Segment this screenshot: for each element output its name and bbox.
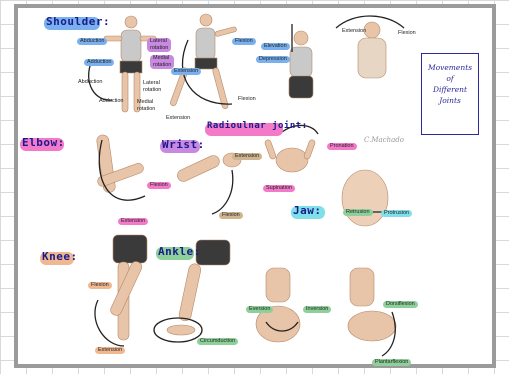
ankle-title: Ankle:: [158, 245, 201, 258]
movements-title-box: Movements of Different Joints: [421, 53, 479, 135]
supination-label: Supination: [263, 185, 295, 192]
circumduction-label: Circumduction: [197, 338, 238, 345]
dorsiflexion-label: Dorsiflexion: [383, 301, 418, 308]
wrist-flexion-label: Flexion: [219, 212, 243, 219]
elbow-title: Elbow:: [22, 136, 65, 149]
jaw-title: Jaw:: [293, 204, 322, 217]
shoulder-extension-label: Extension: [171, 68, 201, 75]
lateral-rotation-label: Lateral rotation: [147, 38, 171, 52]
elbow-flexion-label: Flexion: [147, 182, 171, 189]
elbow-extension-label: Extension: [118, 218, 148, 225]
medial-rotation-label-lower: Medial rotation: [134, 99, 160, 113]
neck-flexion-label: Flexion: [395, 30, 419, 37]
wrist-title: Wrist:: [162, 138, 205, 151]
depression-label: Depression: [256, 56, 290, 63]
box-line: of: [422, 73, 478, 84]
knee-title: Knee:: [42, 250, 78, 263]
box-line: Different: [422, 84, 478, 95]
lateral-rotation-label-lower: Lateral rotation: [140, 80, 166, 94]
medial-rotation-label: Medial rotation: [150, 55, 174, 69]
shoulder-title: Shoulder:: [46, 15, 110, 28]
shoulder-flexion-lower-label: Flexion: [235, 96, 259, 103]
figure-head: [125, 16, 137, 28]
neck-extension-label: Extension: [339, 28, 369, 35]
radioulnar-title: Radioulnar joint:: [207, 121, 308, 131]
box-line: Movements: [422, 62, 478, 73]
knee-extension-label: Extension: [95, 347, 125, 354]
pronation-label: Pronation: [327, 143, 357, 150]
figure-shorts: [120, 61, 142, 73]
eversion-label: Eversion: [246, 306, 273, 313]
shoulder-flexion-label: Flexion: [232, 38, 256, 45]
protrusion-label: Protrusion: [381, 210, 412, 217]
shoulder-extension-lower-label: Extension: [163, 115, 193, 122]
abduction-label-lower: Abduction: [75, 79, 105, 86]
plantarflexion-label: Plantarflexion: [372, 359, 411, 366]
motion-arrow: [212, 170, 233, 214]
artist-signature: C.Machado: [364, 136, 404, 144]
wrist-extension-label: Extension: [232, 153, 262, 160]
retrusion-label: Retrusion: [343, 209, 373, 216]
adduction-label-lower: Adduction: [96, 98, 126, 105]
figure-torso: [121, 30, 141, 62]
knee-flexion-label: Flexion: [88, 282, 112, 289]
box-line: Joints: [422, 95, 478, 106]
figure-leg: [122, 72, 128, 112]
inversion-label: Inversion: [303, 306, 331, 313]
elevation-label: Elevation: [261, 43, 290, 50]
adduction-label: Adduction: [84, 59, 114, 66]
abduction-label: Abduction: [77, 38, 107, 45]
